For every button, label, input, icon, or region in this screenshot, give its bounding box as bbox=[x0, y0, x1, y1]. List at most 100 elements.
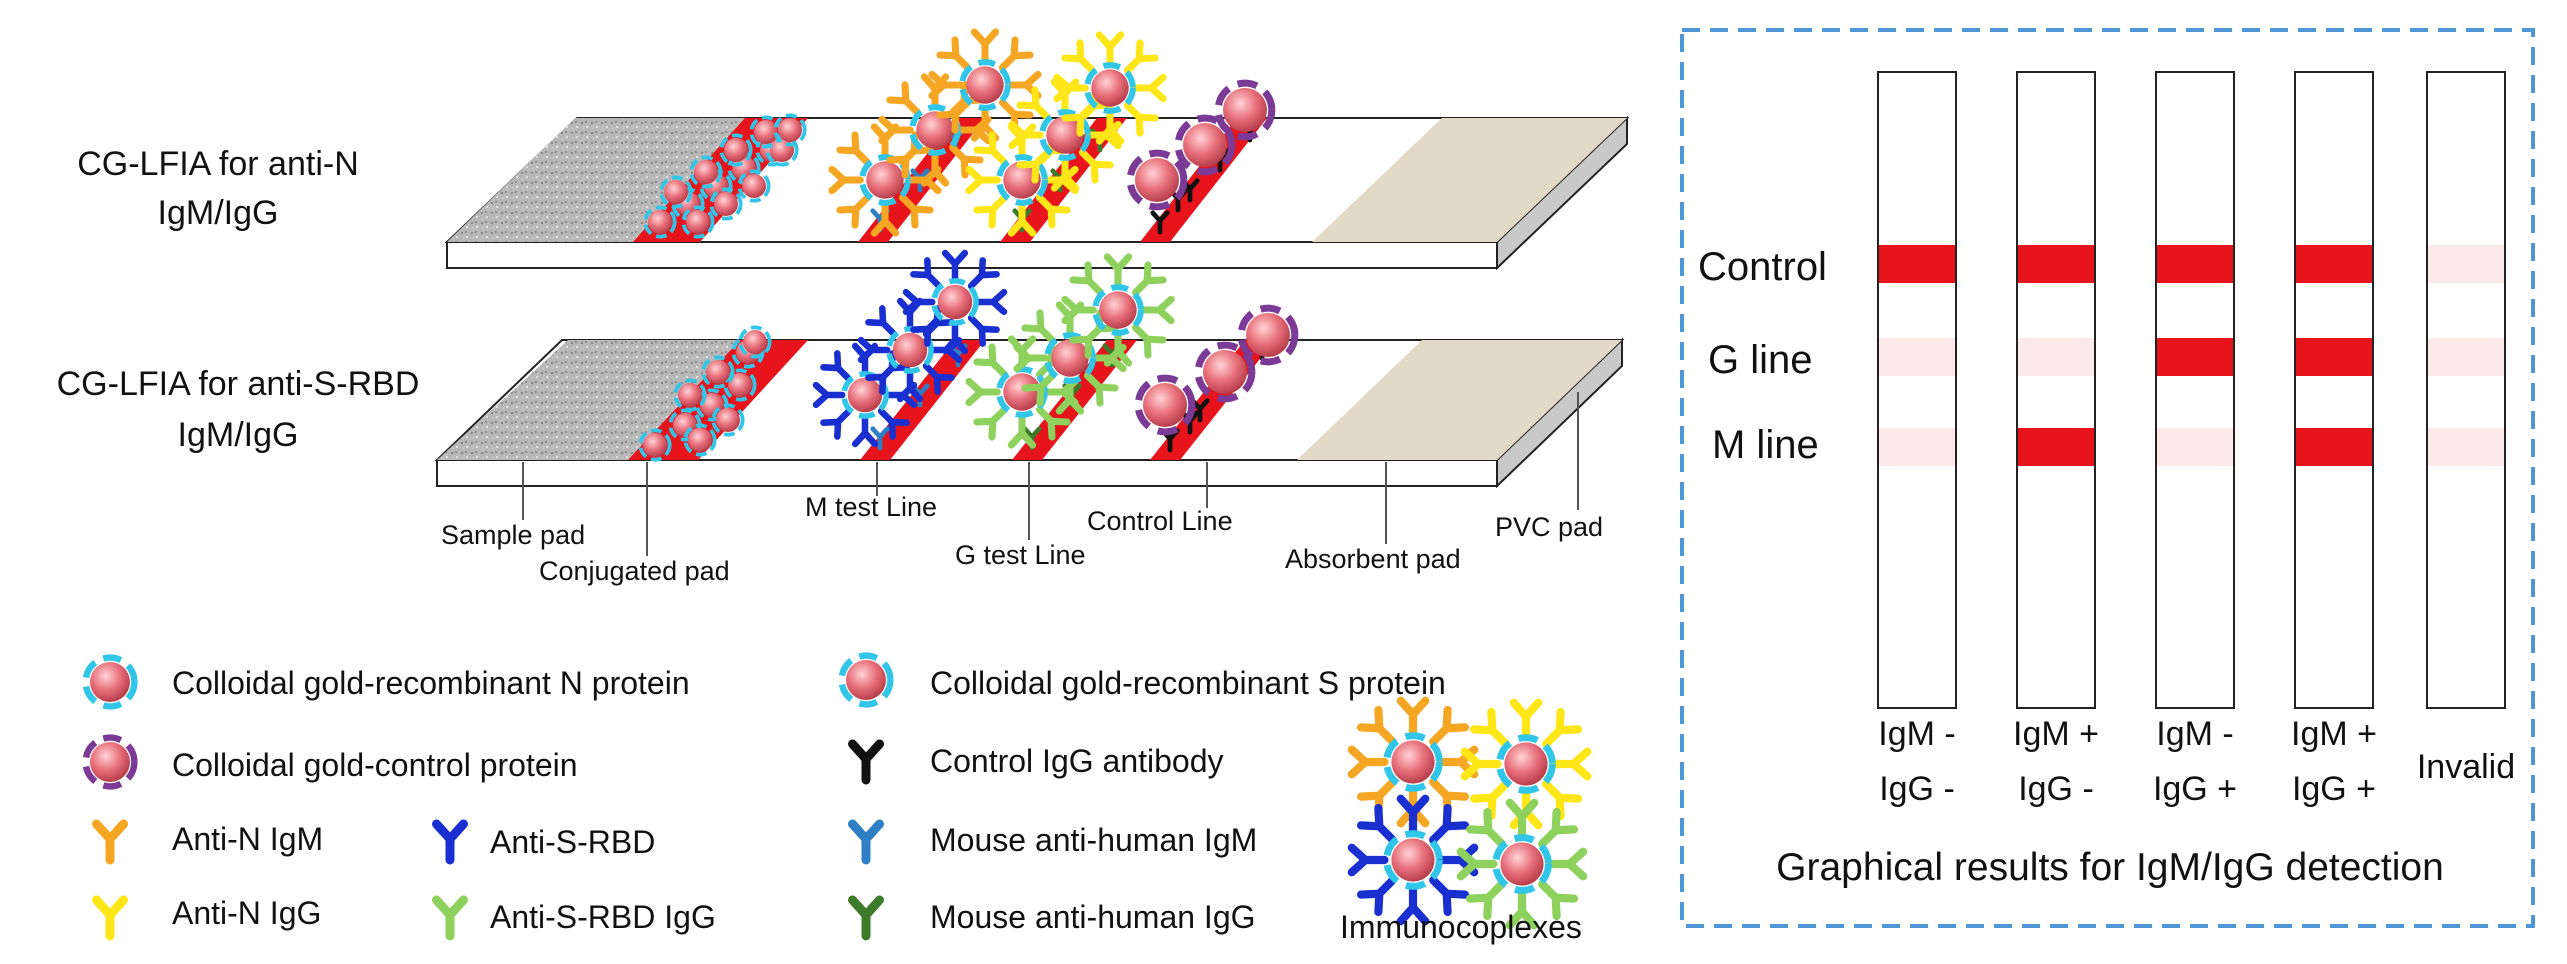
bound-antibody-icon bbox=[1083, 371, 1119, 407]
result-strip: IgM -IgG + bbox=[2153, 71, 2237, 808]
row-label-m-line: M line bbox=[1712, 423, 1819, 467]
bound-antibody-icon bbox=[1013, 343, 1049, 373]
row-label-control: Control bbox=[1698, 245, 1827, 289]
gold-nanoparticle bbox=[1044, 332, 1096, 384]
particle-layer bbox=[638, 28, 1299, 462]
conjugate-particle bbox=[719, 133, 753, 167]
faint-g-line bbox=[2428, 338, 2504, 376]
bound-antibody-icon bbox=[1347, 843, 1389, 877]
bound-antibody-icon bbox=[1396, 794, 1430, 836]
bound-antibody-icon bbox=[1465, 807, 1506, 848]
bound-antibody-icon bbox=[1069, 323, 1105, 359]
bound-antibody-icon bbox=[1505, 798, 1539, 840]
bound-antibody-icon bbox=[967, 314, 1000, 347]
label-m-test-line: M test Line bbox=[805, 492, 937, 522]
bound-antibody-icon bbox=[1035, 405, 1071, 441]
bound-antibody-icon bbox=[1139, 295, 1175, 325]
bound-antibody-icon bbox=[1356, 876, 1397, 917]
bound-antibody-icon bbox=[1131, 261, 1167, 297]
bound-antibody-icon bbox=[865, 362, 898, 395]
result-label-line2: IgG + bbox=[2292, 770, 2376, 808]
bound-antibody-icon bbox=[1356, 803, 1397, 844]
result-strip: IgM - IgG - bbox=[1877, 71, 1957, 808]
bound-antibody-icon bbox=[973, 343, 1009, 379]
bound-antibody-icon bbox=[896, 369, 924, 403]
bound-antibody-icon bbox=[928, 70, 964, 100]
control-particle bbox=[1194, 341, 1256, 403]
bound-antibody-icon bbox=[941, 321, 969, 355]
legend-gold-s: Colloidal gold-recombinant S protein bbox=[930, 665, 1446, 701]
bound-antibody-icon bbox=[836, 193, 872, 229]
result-strip-body bbox=[2016, 71, 2096, 709]
bound-antibody-icon bbox=[1123, 101, 1159, 137]
bound-antibody-icon bbox=[878, 115, 914, 145]
result-strip-body bbox=[2426, 71, 2506, 709]
gold-nanoparticle bbox=[1084, 62, 1136, 114]
conjugate-particle bbox=[643, 205, 677, 239]
bound-antibody-icon bbox=[865, 305, 898, 338]
bound-antibody-icon bbox=[1050, 156, 1080, 192]
anti-n-igg-icon bbox=[92, 895, 128, 941]
gold-control-protein-icon bbox=[82, 734, 138, 790]
gold-nanoparticle bbox=[1383, 830, 1443, 890]
bound-antibody-icon bbox=[936, 36, 972, 72]
result-label-line1: IgM - bbox=[1878, 715, 1955, 753]
bound-antibody-icon bbox=[1055, 379, 1085, 415]
gold-nanoparticle bbox=[959, 59, 1011, 111]
immunocomplex-anti-s-rbd-igg-icon bbox=[1456, 798, 1588, 930]
bound-antibody-icon bbox=[1538, 880, 1579, 921]
gold-s-protein-icon bbox=[838, 652, 894, 708]
label-control-line: Control Line bbox=[1087, 506, 1233, 536]
immunocomplex-anti-s-rbd-icon bbox=[1347, 794, 1479, 926]
bound-antibody-icon bbox=[941, 249, 969, 283]
bound-antibody-icon bbox=[1429, 803, 1470, 844]
bound-antibody-icon bbox=[1016, 148, 1052, 184]
bound-antibody-icon bbox=[1429, 876, 1470, 917]
gold-nanoparticle bbox=[931, 278, 979, 326]
visible-g-line bbox=[2157, 338, 2233, 376]
bound-antibody-icon bbox=[836, 131, 872, 167]
result-strip: IgM + IgG + bbox=[2291, 71, 2377, 808]
immunocomplex bbox=[1053, 31, 1167, 145]
bound-antibody-icon bbox=[1460, 747, 1502, 781]
label-absorbent-pad: Absorbent pad bbox=[1285, 544, 1461, 574]
legend-anti-s-rbd: Anti-S-RBD bbox=[490, 824, 655, 860]
immunocomplex-anti-n-igm-icon bbox=[1347, 696, 1479, 828]
conjugate-particle bbox=[723, 368, 757, 402]
bound-antibody-icon bbox=[920, 151, 950, 187]
bound-antibody-icon bbox=[1396, 884, 1430, 926]
bound-antibody-icon bbox=[1347, 745, 1389, 779]
bound-antibody-icon bbox=[1095, 31, 1125, 67]
result-label-line2: IgG + bbox=[2153, 770, 2237, 808]
bound-antibody-icon bbox=[1505, 888, 1539, 930]
bound-antibody-icon bbox=[886, 143, 922, 179]
bound-antibody-icon bbox=[1061, 39, 1097, 75]
mouse-igm-icon bbox=[870, 426, 890, 451]
bound-antibody-icon bbox=[970, 28, 1000, 64]
result-label-line1: IgM + bbox=[2291, 715, 2377, 753]
immunocomplex bbox=[1008, 78, 1122, 192]
bound-antibody-icon bbox=[998, 36, 1034, 72]
control-particle bbox=[1237, 304, 1299, 366]
bound-antibody-icon bbox=[1007, 413, 1037, 449]
bound-antibody-icon bbox=[1429, 705, 1470, 746]
bound-antibody-icon bbox=[1021, 371, 1057, 407]
bound-antibody-icon bbox=[820, 350, 853, 383]
bound-antibody-icon bbox=[910, 314, 943, 347]
faint-g-line bbox=[1879, 338, 1955, 376]
result-label-line1: Invalid bbox=[2417, 748, 2515, 786]
bound-antibody-icon bbox=[1123, 39, 1159, 75]
bound-antibody-icon bbox=[898, 193, 934, 229]
absorbent-pad-2 bbox=[1297, 340, 1622, 460]
faint-g-line bbox=[2018, 338, 2094, 376]
bound-antibody-icon bbox=[1509, 698, 1543, 740]
bound-antibody-icon bbox=[1396, 696, 1430, 738]
visible-m-line bbox=[2018, 428, 2094, 466]
gold-nanoparticle bbox=[859, 154, 911, 206]
strip1-title-line1: CG-LFIA for anti-N bbox=[77, 145, 359, 183]
result-label-line2: IgG - bbox=[1879, 770, 1955, 808]
gold-nanoparticle bbox=[996, 366, 1048, 418]
control-particle bbox=[1214, 79, 1276, 141]
visible-control-line bbox=[2018, 245, 2094, 283]
